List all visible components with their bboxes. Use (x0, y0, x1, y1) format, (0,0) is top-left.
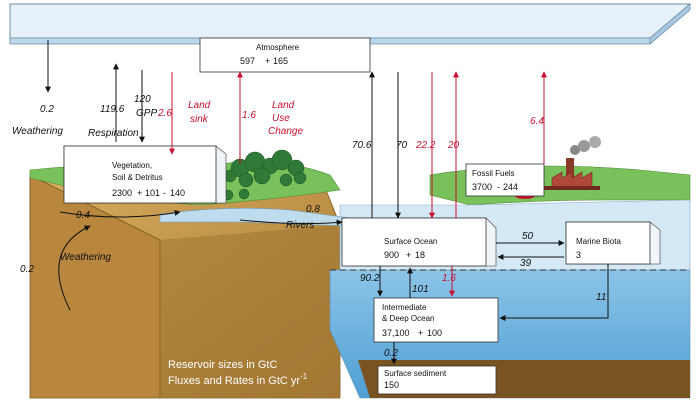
vegetation-plus: + (137, 188, 142, 198)
sediment-box: Surface sediment 150 (377, 365, 497, 395)
rivers-a-value: 0.4 (76, 210, 90, 221)
atmosphere-change: 165 (273, 56, 288, 66)
weathering-ground-value: 0.2 (20, 264, 34, 275)
land-sink-value: 2.6 (157, 108, 172, 119)
deep-ocean-label-1: Intermediate (382, 303, 427, 312)
deep-ocean-plus: + (418, 328, 423, 338)
vegetation-change-b: 140 (170, 188, 185, 198)
biota-in-value: 50 (522, 231, 534, 242)
fossil-fuels-minus: - (497, 182, 500, 192)
vegetation-minus: - (163, 188, 166, 198)
respiration-label: Respiration (88, 128, 139, 139)
flux-arrows (45, 40, 609, 365)
units-legend: Reservoir sizes in GtC Fluxes and Rates … (168, 359, 308, 387)
respiration-value: 119.6 (100, 104, 125, 115)
deep-ocean-size: 37,100 (382, 328, 410, 338)
fossil-fuels-box: Fossil Fuels 3700 - 244 (465, 163, 545, 197)
sediment-value: 0.2 (384, 348, 398, 359)
legend-line-1: Reservoir sizes in GtC (168, 359, 277, 371)
deep-ocean-change: 100 (427, 328, 442, 338)
legend-line-2: Fluxes and Rates in GtC yr-1 (168, 372, 308, 387)
flux-labels: 0.2 Weathering 119.6 Respiration 120 GPP… (12, 94, 606, 359)
legend-line-2-text: Fluxes and Rates in GtC yr (168, 375, 300, 387)
land-use-label-1: Land (272, 100, 295, 111)
anthro-deep-value: 1.6 (442, 273, 456, 284)
surface-ocean-size: 900 (384, 250, 399, 260)
marine-biota-box: Marine Biota 3 (565, 221, 661, 265)
sediment-label: Surface sediment (384, 369, 447, 378)
land-sink-label-1: Land (188, 100, 211, 111)
ocean-out-value: 70.6 (352, 140, 372, 151)
weathering-ground-label: Weathering (60, 252, 111, 263)
ocean-anthro-out-value: 20 (447, 140, 460, 151)
atmosphere-plus: + (265, 56, 270, 66)
sediment-size: 150 (384, 380, 399, 390)
deep-ocean-box: Intermediate & Deep Ocean 37,100 + 100 (373, 297, 499, 343)
weathering-value: 0.2 (40, 104, 54, 115)
forest-icon (206, 149, 307, 201)
surface-ocean-box: Surface Ocean 900 + 18 (341, 217, 497, 267)
rivers-b-value: 0.8 (306, 204, 320, 215)
land-use-label-3: Change (268, 126, 303, 137)
atmosphere-box: Atmosphere 597 + 165 (199, 37, 371, 73)
rivers-arrow-a (59, 209, 181, 218)
vegetation-change-a: 101 (145, 188, 160, 198)
vegetation-box: Vegetation, Soil & Detritus 2300 + 101 -… (63, 145, 227, 204)
marine-biota-size: 3 (576, 250, 581, 260)
rivers-label: Rivers (286, 220, 314, 231)
downwelling-value: 90.2 (360, 273, 380, 284)
biota-sink-arrow (499, 264, 609, 321)
atmosphere-slab (9, 3, 692, 45)
atmosphere-label: Atmosphere (256, 43, 300, 52)
upwelling-value: 101 (412, 284, 429, 295)
vegetation-label-1: Vegetation, (112, 161, 152, 170)
fossil-emission-value: 6.4 (530, 116, 544, 127)
surface-ocean-plus: + (406, 250, 411, 260)
fossil-fuels-label: Fossil Fuels (472, 169, 515, 178)
biota-sink-value: 11 (596, 292, 606, 303)
surface-ocean-label: Surface Ocean (384, 237, 437, 246)
biota-out-value: 39 (520, 258, 532, 269)
atmosphere-size: 597 (240, 56, 255, 66)
weathering-label: Weathering (12, 126, 63, 137)
land-use-value: 1.6 (242, 110, 256, 121)
fossil-fuels-size: 3700 (472, 182, 492, 192)
deep-ocean-label-2: & Deep Ocean (382, 314, 434, 323)
ocean-anthro-in-value: 22.2 (415, 140, 436, 151)
weathering-ground-arrow (58, 225, 91, 311)
factory-icon (515, 136, 601, 199)
gpp-value: 120 (134, 94, 151, 105)
legend-line-2-sup: -1 (300, 372, 308, 381)
vegetation-label-2: Soil & Detritus (112, 173, 163, 182)
land-sink-label-2: sink (190, 114, 209, 125)
surface-ocean-change: 18 (415, 250, 425, 260)
fossil-fuels-change: 244 (503, 182, 518, 192)
vegetation-size: 2300 (112, 188, 132, 198)
gpp-label: GPP (136, 108, 157, 119)
land-use-label-2: Use (272, 113, 290, 124)
marine-biota-label: Marine Biota (576, 237, 621, 246)
ocean-in-value: 70 (396, 140, 408, 151)
rivers-arrow-b (239, 219, 343, 226)
